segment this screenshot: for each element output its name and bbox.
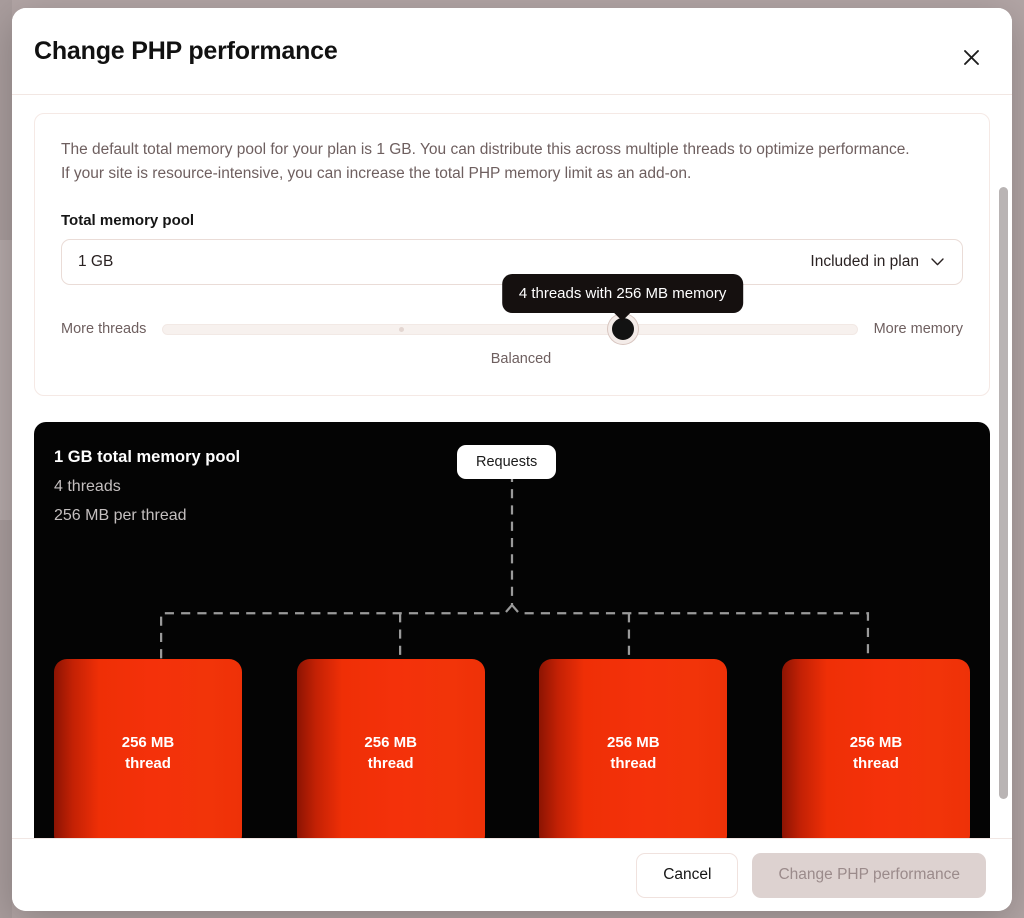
thread-tree-connectors [160, 472, 870, 662]
thread-size: 256 MB [849, 734, 903, 752]
modal-scroll-content: The default total memory pool for your p… [12, 95, 1012, 838]
viz-per-thread: 256 MB per thread [54, 507, 187, 525]
thread-box: 256 MB thread [54, 659, 242, 838]
thread-unit: thread [367, 754, 414, 772]
close-icon[interactable] [958, 44, 984, 70]
thread-unit: thread [125, 754, 171, 772]
slider-tooltip: 4 threads with 256 MB memory [501, 274, 744, 322]
slider-wrap: 4 threads with 256 MB memory [162, 274, 858, 345]
slider-track[interactable] [162, 323, 858, 335]
modal-body: The default total memory pool for your p… [12, 94, 1012, 838]
thread-unit: thread [610, 754, 657, 772]
viz-thread-count: 4 threads [54, 478, 121, 496]
change-php-performance-modal: Change PHP performance The default total… [12, 8, 1012, 911]
page-title: Change PHP performance [34, 36, 338, 65]
cancel-button[interactable]: Cancel [636, 852, 739, 898]
thread-box: 256 MB thread [296, 659, 485, 838]
memory-pool-value: 1 GB [78, 253, 114, 271]
thread-size: 256 MB [364, 734, 417, 752]
settings-description: The default total memory pool for your p… [61, 141, 910, 183]
thread-memory-slider-row: More threads 4 threads with 256 MB memor… [61, 274, 963, 345]
thread-box: 256 MB thread [539, 659, 728, 838]
slider-right-label: More memory [873, 321, 963, 338]
thread-boxes: 256 MB thread 256 MB thread 256 MB threa… [54, 659, 970, 838]
requests-node: Requests [457, 445, 557, 480]
memory-settings-card: The default total memory pool for your p… [34, 113, 990, 397]
bg-band [0, 0, 12, 240]
slider-sub-label: Balanced [490, 351, 552, 368]
modal-header: Change PHP performance [12, 8, 1012, 94]
chevron-down-icon [931, 258, 944, 266]
modal-footer: Cancel Change PHP performance [12, 838, 1012, 911]
thread-box: 256 MB thread [781, 659, 970, 838]
submit-button[interactable]: Change PHP performance [752, 852, 986, 898]
bg-band [0, 240, 12, 520]
bg-band [0, 520, 12, 918]
total-memory-pool-label: Total memory pool [61, 212, 195, 230]
viz-total-pool: 1 GB total memory pool [54, 448, 241, 467]
slider-tick-mark [399, 327, 405, 333]
viz-stats: 1 GB total memory pool 4 threads 256 MB … [54, 448, 240, 536]
thread-unit: thread [853, 754, 899, 772]
slider-left-label: More threads [61, 321, 147, 338]
thread-size: 256 MB [607, 734, 660, 752]
memory-visualization: 1 GB total memory pool 4 threads 256 MB … [34, 422, 990, 838]
plan-select-value: Included in plan [810, 253, 919, 271]
modal-scrollbar-thumb[interactable] [999, 187, 1008, 799]
plan-select-dropdown[interactable]: Included in plan [810, 253, 944, 271]
thread-size: 256 MB [121, 734, 175, 752]
